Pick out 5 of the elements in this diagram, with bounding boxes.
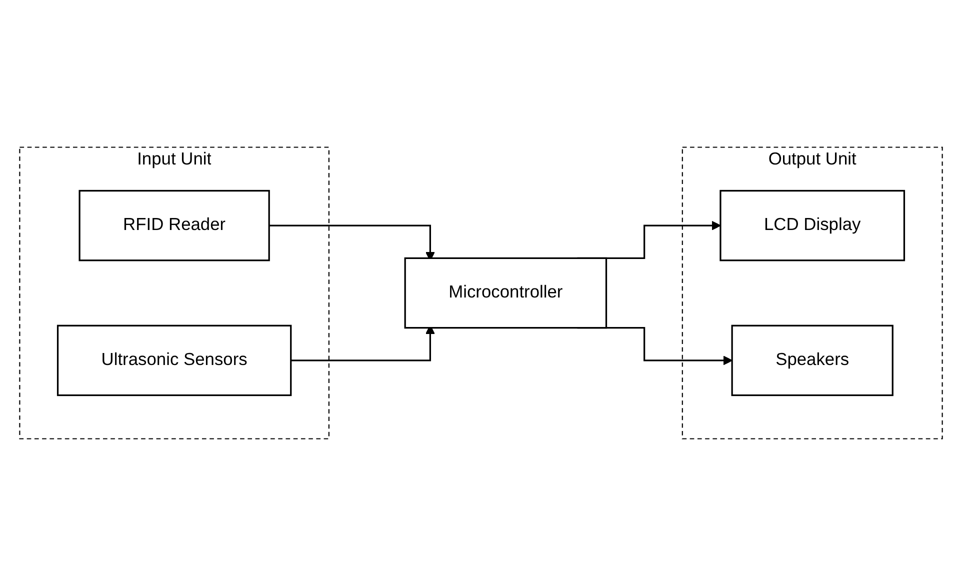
node-box: RFID Reader <box>78 189 270 261</box>
node-box: Microcontroller <box>404 256 608 328</box>
node-box: LCD Display <box>720 189 906 261</box>
node-box: Ultrasonic Sensors <box>56 324 292 396</box>
node-box: Speakers <box>731 324 894 396</box>
